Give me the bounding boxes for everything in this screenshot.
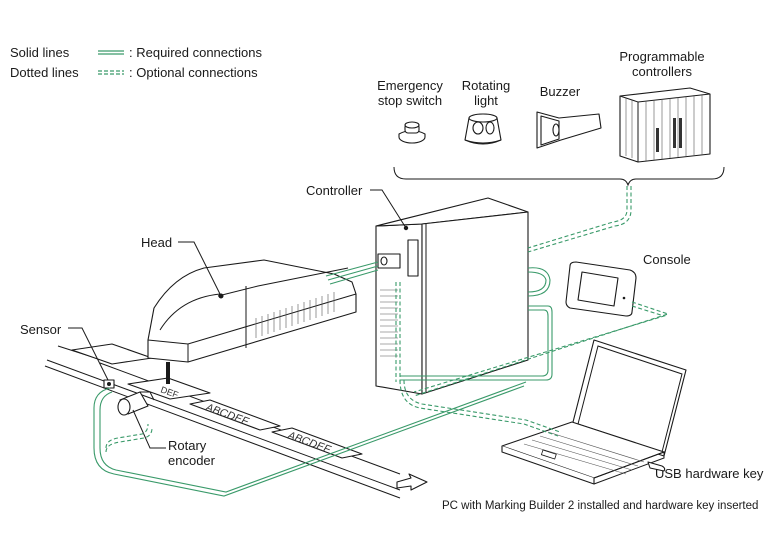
buzzer-icon [536,111,602,149]
legend-dotted-swatch [98,70,124,75]
legend-solid-name: Solid lines [10,45,70,60]
cable-head-controller [325,261,379,285]
legend-dotted-name: Dotted lines [10,65,79,80]
label-emergency-stop: Emergency stop switch [372,78,448,108]
usb-hardware-key-icon [647,461,666,472]
label-rotary-encoder-line2: encoder [168,453,215,468]
controller-unit [375,197,529,395]
sensor-leader-line [68,327,109,381]
console-unit [565,261,637,317]
controller-leader-line [370,189,407,229]
label-buzzer: Buzzer [539,84,581,99]
label-emergency-stop-line1: Emergency [377,78,443,93]
label-rotating-light: Rotating light [455,78,517,108]
label-plc: Programmable controllers [610,49,714,79]
label-emergency-stop-line2: stop switch [377,93,443,108]
peripherals-bracket [393,166,725,187]
label-usb-key: USB hardware key [655,466,764,481]
direction-arrow-icon [396,473,428,491]
workpiece-4-text: ABCDEF [285,429,333,456]
label-plc-line2: controllers [632,64,692,79]
label-rotary-encoder: Rotary encoder [168,438,215,468]
cable-pc-controller [395,282,561,437]
legend-solid-swatch [98,50,124,55]
legend-dotted-meaning: : Optional connections [129,65,258,80]
rotary-encoder-icon [117,391,155,416]
head-leader-line [178,241,222,297]
workpiece-2: DEF [127,377,211,400]
rotating-light-icon [464,113,502,145]
label-rotating-light-line2: light [474,93,498,108]
label-sensor: Sensor [20,322,62,337]
workpiece-4: ABCDEF [271,427,363,459]
sensor-icon [103,379,115,389]
label-plc-line1: Programmable [619,49,705,64]
label-head: Head [141,235,173,250]
emergency-stop-switch-icon [398,121,426,144]
cable-encoder-controller [93,381,527,497]
label-controller: Controller [306,183,363,198]
label-rotating-light-line1: Rotating [461,78,511,93]
cable-sensor-optional [105,423,153,453]
pc-laptop [501,339,687,485]
workpiece-1 [71,343,153,365]
encoder-leader-line [132,409,166,449]
workpiece-3: ABCDEF [189,399,281,431]
cable-console-controller [413,301,670,397]
workpiece-3-text: ABCDEF [203,401,251,428]
legend-solid-meaning: : Required connections [129,45,262,60]
programmable-controllers-icon [619,87,711,163]
label-rotary-encoder-line1: Rotary [168,438,207,453]
marking-head [147,259,357,384]
label-pc-caption: PC with Marking Builder 2 installed and … [442,500,759,512]
cable-peripherals-controller [527,186,632,253]
conveyor-belt [44,345,401,499]
label-console: Console [643,252,691,267]
cable-controller-loop [400,267,553,381]
